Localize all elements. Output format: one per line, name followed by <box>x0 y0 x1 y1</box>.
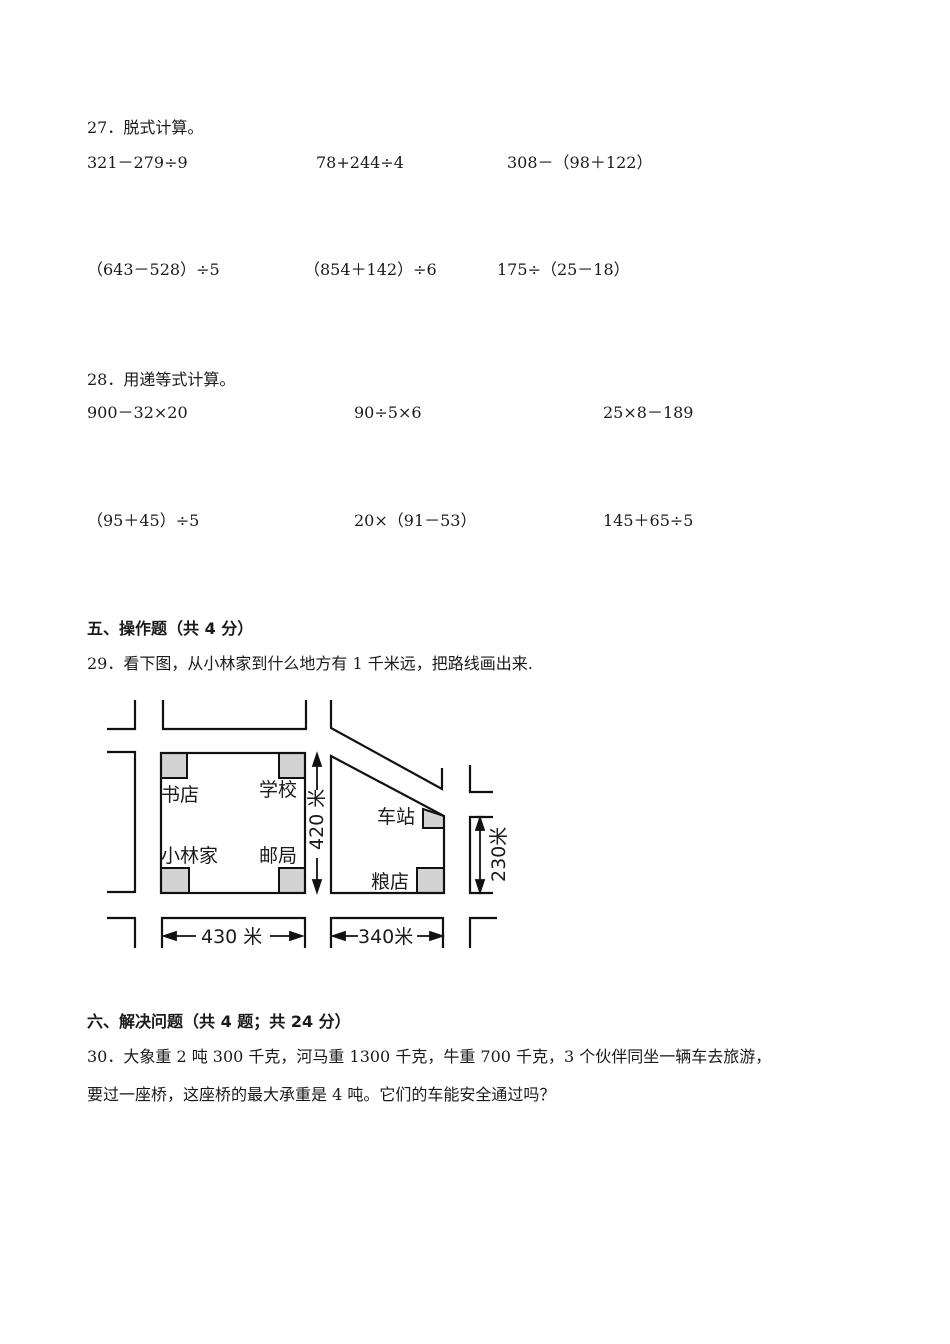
arrow-left-icon <box>161 930 177 942</box>
street-edge <box>468 765 493 794</box>
question-30-line-1: 30．大象重 2 吨 300 千克，河马重 1300 千克，牛重 700 千克，… <box>87 1047 772 1066</box>
label-school: 学校 <box>259 779 297 801</box>
street-map-diagram: 书店 学校 小林家 邮局 车站 粮店 420 米 230米 430 米 340米 <box>107 700 510 948</box>
expression: 308－（98＋122） <box>507 153 653 172</box>
home-building <box>160 867 190 894</box>
expression: （95＋45）÷5 <box>87 511 200 530</box>
expression: （643－528）÷5 <box>87 260 220 279</box>
arrow-down-icon <box>474 879 486 895</box>
street-edge <box>161 700 308 731</box>
dimension-420 <box>311 751 323 895</box>
section-5-heading: 五、操作题（共 4 分） <box>87 619 254 638</box>
dimension-430 <box>161 930 305 942</box>
expression: 175÷（25－18） <box>497 260 630 279</box>
question-30-line-2: 要过一座桥，这座桥的最大承重是 4 吨。它们的车能安全通过吗？ <box>87 1085 556 1104</box>
post-office-building <box>278 867 306 894</box>
label-height-230: 230米 <box>488 827 510 882</box>
street-edge <box>468 916 497 948</box>
bookstore-building <box>160 752 188 779</box>
question-28-title: 28．用递等式计算。 <box>87 370 236 389</box>
expression: 25×8－189 <box>603 403 694 422</box>
street-edge <box>329 700 444 791</box>
street-edge <box>107 700 137 731</box>
label-width-430: 430 米 <box>201 926 262 948</box>
expression: 90÷5×6 <box>354 403 422 422</box>
arrow-up-icon <box>311 751 323 767</box>
station-building <box>422 807 445 829</box>
dimension-230 <box>474 815 486 895</box>
street-edge <box>160 916 307 948</box>
label-height-420: 420 米 <box>306 789 328 850</box>
expression: 20×（91－53） <box>354 511 477 530</box>
label-post-office: 邮局 <box>259 845 297 867</box>
street-edge <box>107 750 137 894</box>
arrow-left-icon <box>330 930 346 942</box>
section-6-heading: 六、解决问题（共 4 题；共 24 分） <box>87 1012 351 1031</box>
street-edge <box>468 815 493 895</box>
expression: 321－279÷9 <box>87 153 188 172</box>
street-edge <box>107 916 137 948</box>
expression: 78+244÷4 <box>316 153 404 172</box>
label-home: 小林家 <box>161 845 218 867</box>
school-building <box>278 752 306 779</box>
expression: （854＋142）÷6 <box>304 260 437 279</box>
label-width-340: 340米 <box>358 926 413 948</box>
arrow-right-icon <box>289 930 305 942</box>
arrow-right-icon <box>429 930 445 942</box>
expression: 900－32×20 <box>87 403 188 422</box>
question-29-text: 29．看下图，从小林家到什么地方有 1 千米远，把路线画出来. <box>87 654 533 673</box>
label-bookstore: 书店 <box>161 784 199 806</box>
street-edge <box>329 916 445 948</box>
right-block <box>329 754 446 895</box>
label-station: 车站 <box>377 806 415 828</box>
label-grain-store: 粮店 <box>371 871 409 893</box>
main-block <box>159 751 307 895</box>
arrow-up-icon <box>474 815 486 831</box>
dimension-340 <box>330 930 445 942</box>
arrow-down-icon <box>311 879 323 895</box>
question-27-title: 27．脱式计算。 <box>87 118 204 137</box>
expression: 145＋65÷5 <box>603 511 694 530</box>
grain-store-building <box>416 867 445 894</box>
